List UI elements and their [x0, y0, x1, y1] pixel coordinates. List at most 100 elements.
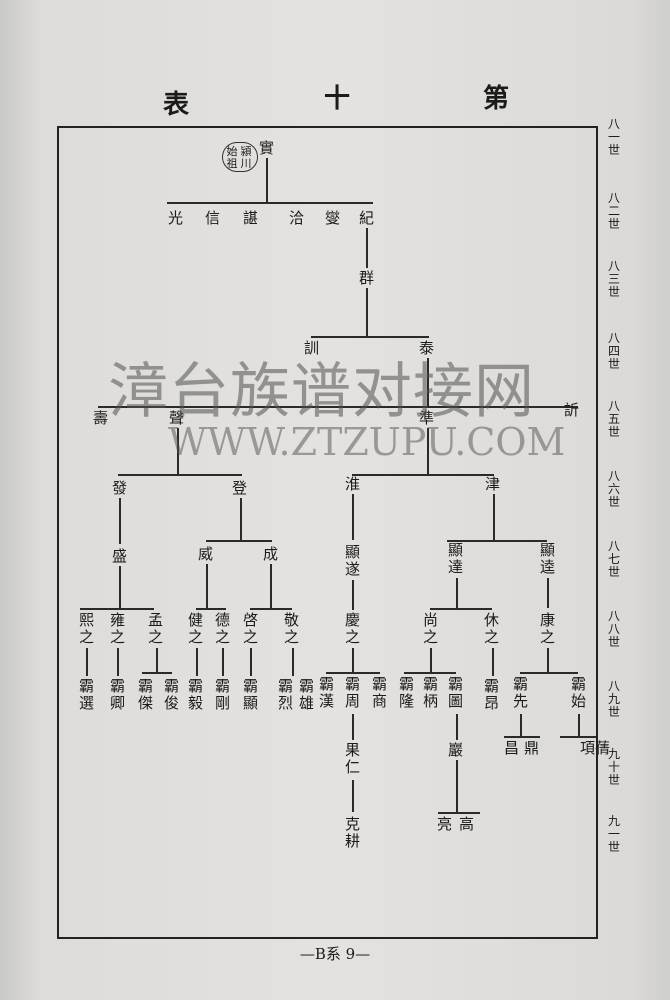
edge	[366, 228, 368, 268]
person-origin: 實	[258, 139, 274, 157]
person-ding: 鼎	[523, 739, 539, 757]
gen-label-83: 八三世	[607, 259, 620, 299]
edge	[430, 648, 432, 672]
gen-label-82: 八二世	[607, 191, 620, 231]
title-char-3: 表	[163, 90, 192, 120]
person-xian-kui: 顯逵	[539, 541, 555, 576]
edge	[86, 648, 88, 676]
person-kangzhi: 康之	[539, 611, 555, 646]
person-jingzhi: 敬之	[283, 611, 299, 646]
gen-label-87: 八七世	[607, 539, 620, 579]
edge	[240, 498, 242, 540]
person-mengzhi: 孟之	[147, 611, 163, 646]
edge	[447, 540, 547, 542]
person-xizhi: 熙之	[78, 611, 94, 646]
gen-label-90: 九十世	[607, 747, 620, 787]
person-gao: 高	[458, 815, 474, 833]
person-bahan: 霸漢	[318, 675, 334, 710]
edge	[311, 336, 429, 338]
edge	[366, 288, 368, 336]
gen-label-88: 八八世	[607, 609, 620, 649]
edge	[119, 498, 121, 544]
person-bagang: 霸剛	[214, 677, 230, 712]
person-kegeng: 克耕	[344, 815, 360, 850]
origin-note-bracket	[222, 142, 258, 172]
edge	[266, 158, 268, 202]
origin-note-b: 始祖	[226, 145, 238, 170]
person-baqing: 霸卿	[109, 677, 125, 712]
person-fa: 發	[111, 479, 127, 497]
person-balie: 霸烈	[277, 677, 293, 712]
gen-label-86: 八六世	[607, 469, 620, 509]
person-babing: 霸柄	[422, 675, 438, 710]
edge	[80, 608, 154, 610]
edge	[250, 648, 252, 676]
gen-label-85: 八五世	[607, 399, 620, 439]
edge	[438, 812, 480, 814]
edge	[547, 578, 549, 608]
edge	[326, 672, 380, 674]
person-batu: 霸圖	[447, 675, 463, 710]
person-tai: 泰	[418, 339, 434, 357]
edge	[520, 672, 578, 674]
person-sheng-85: 聲	[168, 409, 184, 427]
edge	[206, 540, 272, 542]
person-chen: 諶	[242, 209, 258, 227]
person-bazhou: 霸周	[344, 675, 360, 710]
person-baxian: 霸先	[512, 675, 528, 710]
person-sheng-87: 盛	[111, 547, 127, 565]
edge	[504, 736, 540, 738]
person-xiang-qian: 項蒨	[579, 739, 611, 757]
edge	[560, 736, 596, 738]
person-wei: 威	[197, 545, 213, 563]
edge	[430, 608, 492, 610]
person-xin: 信	[204, 209, 220, 227]
gen-label-89: 八九世	[607, 679, 620, 719]
person-xian-sui: 顯遂	[344, 543, 360, 578]
person-qizhi: 啓之	[242, 611, 258, 646]
person-deng: 登	[231, 479, 247, 497]
person-ji: 紀	[358, 209, 374, 227]
person-dezhi: 德之	[214, 611, 230, 646]
edge	[456, 714, 458, 740]
edge	[177, 428, 179, 474]
person-baxiong: 霸雄	[298, 677, 314, 712]
person-baxuan: 霸選	[78, 677, 94, 712]
gen-label-84: 八四世	[607, 331, 620, 371]
person-yan: 巖	[447, 741, 463, 759]
person-bashang: 霸商	[371, 675, 387, 710]
edge	[250, 608, 292, 610]
person-xun: 訓	[303, 339, 319, 357]
edge	[167, 202, 373, 204]
edge	[206, 564, 208, 608]
edge	[456, 578, 458, 608]
person-yongzhi: 雍之	[109, 611, 125, 646]
edge	[547, 648, 549, 672]
person-qingzhi: 慶之	[344, 611, 360, 646]
edge	[270, 564, 272, 608]
person-guoren: 果仁	[344, 741, 360, 776]
edge	[352, 780, 354, 812]
person-chang: 昌	[503, 739, 519, 757]
edge	[119, 566, 121, 608]
person-liang: 亮	[436, 815, 452, 833]
edge	[578, 714, 580, 736]
gen-label-81: 八一世	[607, 117, 620, 157]
person-xin-85: 訢	[563, 401, 579, 419]
person-bajun: 霸俊	[163, 677, 179, 712]
edge	[456, 760, 458, 812]
watermark-text: 漳台族谱对接网	[108, 357, 535, 427]
person-bajie: 霸傑	[137, 677, 153, 712]
edge	[156, 648, 158, 672]
edge	[117, 648, 119, 676]
edge	[352, 580, 354, 610]
person-jianzhi: 健之	[187, 611, 203, 646]
title-char-2: 十	[324, 84, 353, 114]
gen-label-91: 九一世	[607, 814, 620, 854]
person-baxian2: 霸顯	[242, 677, 258, 712]
person-balong: 霸隆	[398, 675, 414, 710]
person-xiuzhi: 休之	[483, 611, 499, 646]
person-huai: 淮	[344, 475, 360, 493]
edge	[352, 714, 354, 740]
